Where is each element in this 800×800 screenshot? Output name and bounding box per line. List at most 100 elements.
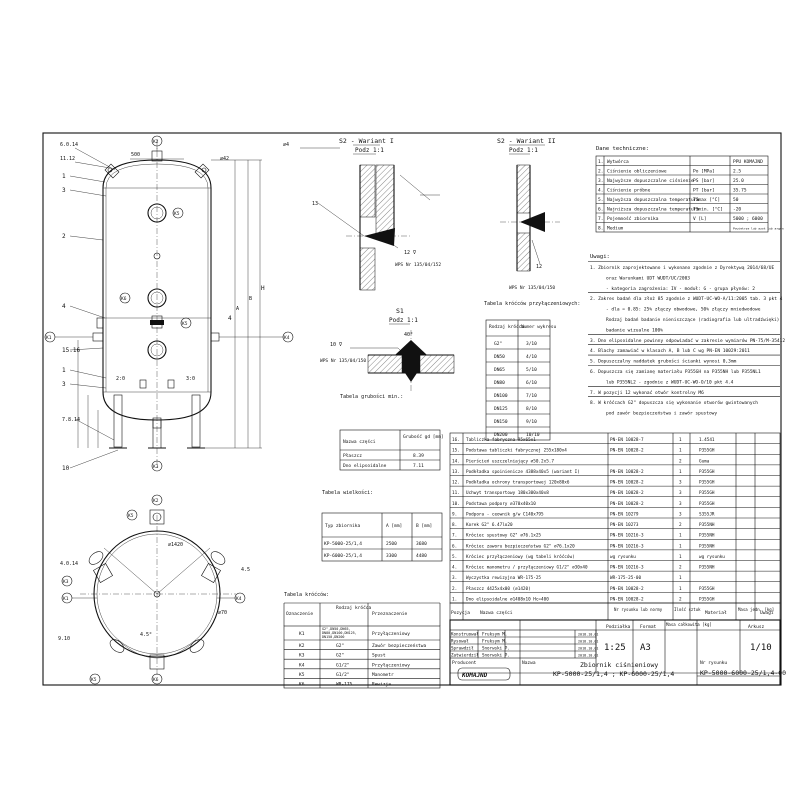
svg-text:3: 3 bbox=[62, 187, 66, 194]
tech-row-num: 4. bbox=[598, 188, 603, 194]
svg-text:KP-5000-25/1,4: KP-5000-25/1,4 bbox=[324, 541, 362, 547]
svg-text:Nazwa części: Nazwa części bbox=[480, 609, 513, 616]
nozzle-size-sheet: 9/10 bbox=[526, 419, 537, 425]
tech-row-unit: V [L] bbox=[693, 216, 707, 222]
part-standard: PN-EN 10028-2 bbox=[610, 596, 644, 602]
role-date: 2018.10.01 bbox=[578, 633, 598, 637]
svg-text:Nr rysunku lub normy: Nr rysunku lub normy bbox=[614, 607, 663, 612]
s2v1-note-d4: ⌀4 bbox=[283, 142, 289, 148]
tech-row-num: 5. bbox=[598, 197, 603, 203]
svg-text:Podz 1:1: Podz 1:1 bbox=[389, 317, 418, 324]
svg-text:K6: K6 bbox=[121, 296, 127, 302]
dim-B: B bbox=[249, 296, 252, 302]
role-person: Fruksym M. bbox=[482, 639, 507, 644]
svg-text:B [mm]: B [mm] bbox=[416, 523, 432, 529]
part-material: P355GH bbox=[699, 448, 715, 454]
right-label-4: 4 bbox=[228, 315, 232, 322]
part-name: Króciec przyłączeniowy (wg tabeli króćcó… bbox=[466, 553, 575, 560]
tech-row-num: 8. bbox=[598, 226, 603, 232]
tech-row-unit: TSmin. [°C] bbox=[693, 207, 723, 213]
svg-text:Typ zbiornika: Typ zbiornika bbox=[325, 523, 361, 529]
nozzle-size-sheet: 7/10 bbox=[526, 393, 537, 399]
tech-row-num: 3. bbox=[598, 178, 603, 184]
svg-text:15.16: 15.16 bbox=[62, 347, 80, 354]
format-value: A3 bbox=[640, 643, 651, 653]
part-material: P355NH bbox=[699, 565, 715, 571]
svg-text:S1: S1 bbox=[396, 307, 404, 315]
svg-text:K2: K2 bbox=[153, 139, 159, 145]
part-position: 11. bbox=[452, 490, 460, 496]
svg-text:Przeznaczenie: Przeznaczenie bbox=[372, 611, 408, 617]
role-name: Konstruował bbox=[451, 632, 479, 637]
svg-text:Producent: Producent bbox=[452, 660, 477, 666]
svg-text:Arkusz: Arkusz bbox=[748, 624, 765, 630]
svg-text:Oznaczenie: Oznaczenie bbox=[286, 611, 313, 617]
part-standard: PN-EN 10216-3 bbox=[610, 533, 644, 539]
main-view-left-labels: 1 3 2 4 15.16 1 3 7.8.14 10 bbox=[62, 173, 119, 472]
svg-text:Nazwa: Nazwa bbox=[522, 660, 536, 666]
s2v2-note-wps: WPS Nr 135/04/150 bbox=[509, 285, 555, 291]
part-standard: PN-EN 10028-7 bbox=[610, 437, 644, 443]
thickness-table: Tabela grubości min.: Nazwa części Grubo… bbox=[339, 393, 444, 471]
svg-text:S2 - Wariant I: S2 - Wariant I bbox=[339, 137, 394, 145]
part-standard: PN-EN 10028-2 bbox=[610, 469, 644, 475]
height-table: Tabela wielkości: Typ zbiornika A [mm] B… bbox=[321, 489, 443, 562]
part-qty: 1 bbox=[679, 469, 682, 475]
svg-text:Rodzaj króćca: Rodzaj króćca bbox=[336, 604, 372, 611]
svg-text:K5: K5 bbox=[174, 211, 180, 217]
svg-text:A [mm]: A [mm] bbox=[386, 523, 402, 529]
drawing-models: KP-5000-25/1,4 ; KP-6000-25/1,4 bbox=[553, 670, 674, 678]
svg-text:2500: 2500 bbox=[386, 541, 397, 547]
main-view: 500 ⌀42 6.0.14 11.12 H B A 1 3 2 4 15.16… bbox=[44, 135, 294, 472]
nozzle-type: WR-175 bbox=[336, 682, 353, 688]
scale-value: 1:25 bbox=[604, 643, 626, 653]
part-position: 6. bbox=[452, 543, 457, 549]
svg-text:K1: K1 bbox=[63, 596, 69, 602]
tech-row-label: Ciśnienie próbne bbox=[607, 187, 651, 194]
nozzle-mark: K4 bbox=[299, 662, 305, 668]
svg-text:3: 3 bbox=[62, 381, 66, 388]
svg-text:4: 4 bbox=[62, 303, 66, 310]
tech-row-value: 25.0 bbox=[733, 178, 744, 184]
s2v1-note-12: 12 ∇ bbox=[404, 250, 417, 256]
svg-text:K1: K1 bbox=[46, 335, 52, 341]
part-standard: PN-EN 10028-2 bbox=[610, 586, 644, 592]
plan-angle: 4.5° bbox=[140, 632, 152, 638]
nozzle-purpose: Spust bbox=[372, 653, 386, 659]
nozzle-size-sheet: 6/10 bbox=[526, 380, 537, 386]
dim-30: 3:0 bbox=[186, 376, 195, 382]
svg-text:7.8.14: 7.8.14 bbox=[62, 417, 80, 423]
label-1112: 11.12 bbox=[60, 156, 75, 162]
nozzle-type: G2" bbox=[336, 643, 344, 649]
part-material: P355NH bbox=[699, 543, 715, 549]
tech-row-value: 2.5 bbox=[733, 169, 741, 175]
part-standard: WR-175-25-00 bbox=[610, 575, 641, 581]
plan-callouts: K2 K5 K3 K1 K4 K5 K6 bbox=[61, 494, 246, 685]
plan-910: 9.10 bbox=[58, 636, 70, 642]
part-name: Króciec manometru / przyłączeniowy G1/2"… bbox=[466, 564, 588, 571]
svg-text:7.11: 7.11 bbox=[413, 463, 424, 469]
svg-text:Uwagi: Uwagi bbox=[760, 610, 774, 616]
part-name: Dno elipsoidalne ⌀1408x10 Hc=400 bbox=[466, 596, 549, 602]
part-qty: 2 bbox=[679, 596, 682, 602]
s1-note-wps: WPS Nr 135/04/150 bbox=[320, 358, 366, 364]
nozzle-size-type: DN100 bbox=[494, 393, 508, 399]
tech-row-num: 1. bbox=[598, 159, 603, 165]
part-name: Podpora - ceownik g/w C140x795 bbox=[466, 511, 544, 517]
tech-row-label: Medium bbox=[607, 226, 624, 232]
part-material: P355GH bbox=[699, 596, 715, 602]
part-name: Tabliczka fabryczna 95x65x1 bbox=[466, 437, 536, 443]
nozzle-purpose: Przyłączeniowy bbox=[372, 631, 410, 637]
nozzle-purpose: Rewizja bbox=[372, 682, 391, 688]
part-qty: 1 bbox=[679, 437, 682, 443]
s1-note-angle: 40° bbox=[404, 332, 413, 338]
dim-d42: ⌀42 bbox=[220, 156, 229, 162]
dim-H: H bbox=[261, 285, 265, 292]
part-position: 7. bbox=[452, 533, 457, 539]
svg-text:Tabela grubości min.:: Tabela grubości min.: bbox=[340, 393, 403, 400]
part-position: 13. bbox=[452, 469, 460, 475]
svg-text:Format: Format bbox=[640, 624, 657, 630]
part-qty: 3 bbox=[679, 511, 682, 517]
